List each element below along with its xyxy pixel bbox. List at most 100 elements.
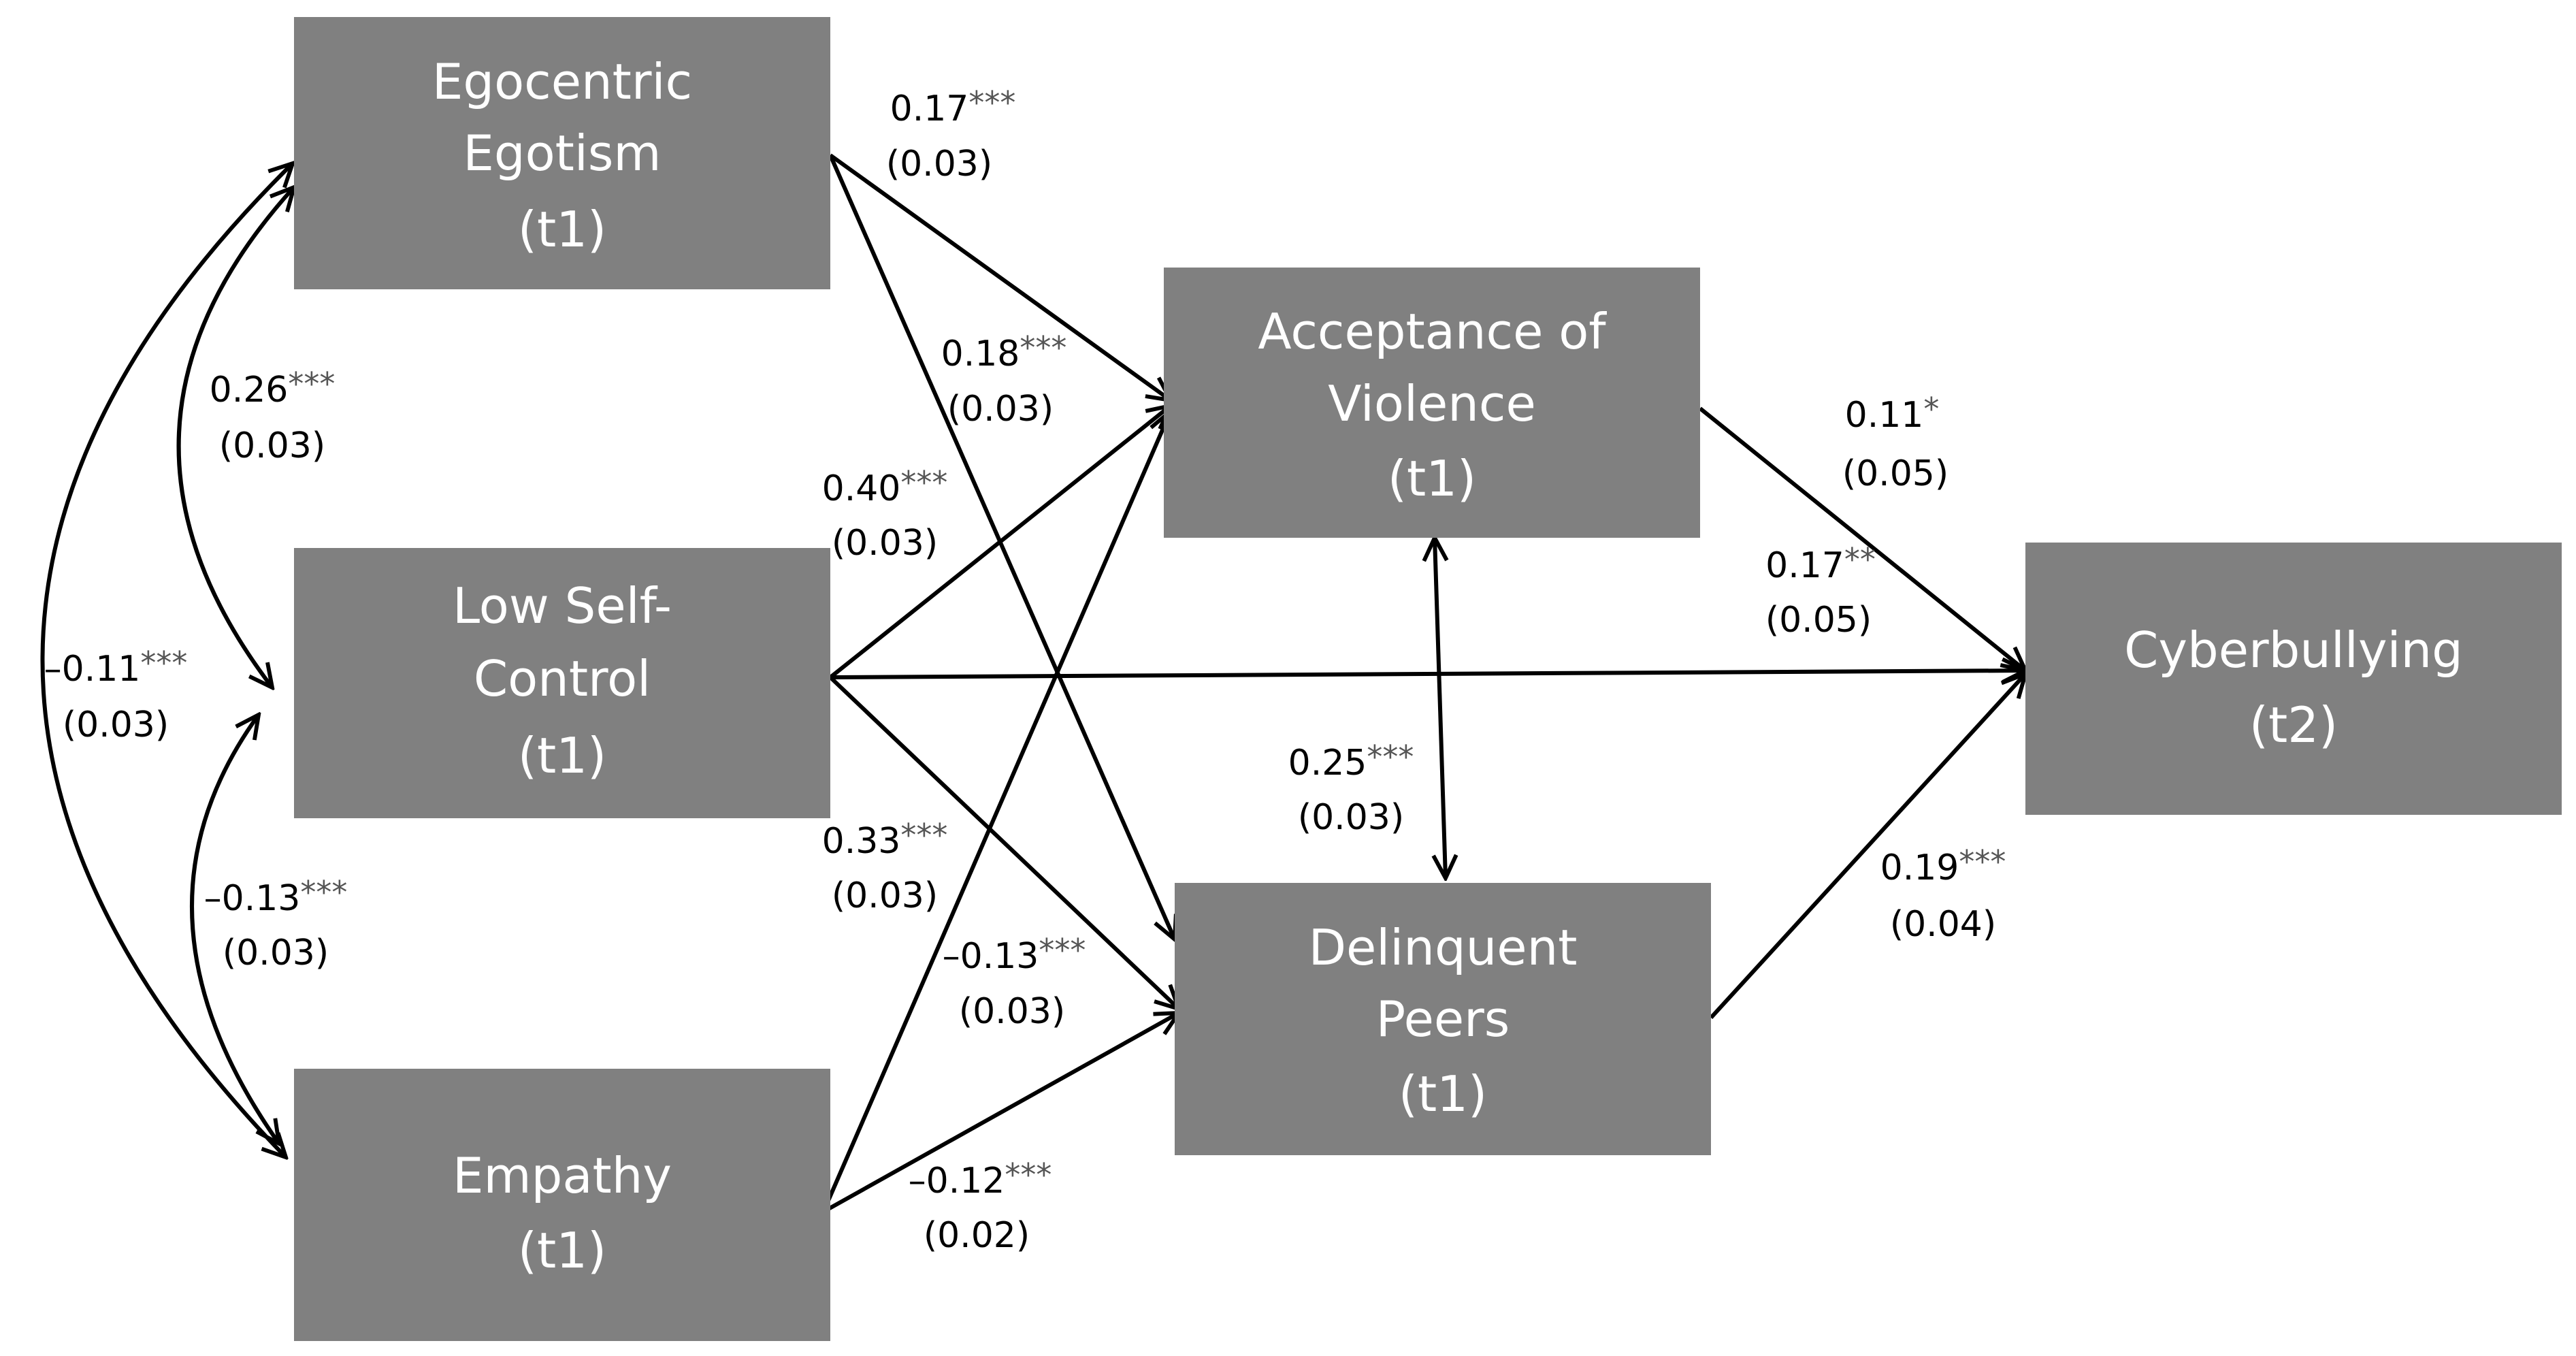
significance: * — [1923, 391, 1939, 427]
edge-lsc-aov — [829, 406, 1171, 679]
standard-error: (0.03) — [832, 875, 938, 916]
edge-egoc-emp — [40, 163, 293, 1157]
coef-label-egoc-dp: 0.18*** (0.03) — [941, 329, 1067, 430]
svg-text:0.40***: 0.40*** — [822, 464, 948, 509]
significance: *** — [1959, 843, 2006, 880]
coefficient: –0.12 — [909, 1161, 1005, 1201]
coef-label-egoc-emp: –0.11*** (0.03) — [44, 645, 188, 745]
node-label: Delinquent — [1309, 919, 1578, 976]
node-label: Peers — [1376, 990, 1510, 1048]
coef-label-aov-dp: 0.25*** (0.03) — [1288, 739, 1414, 838]
coefficient: –0.11 — [44, 649, 141, 690]
significance: ** — [1844, 541, 1876, 578]
standard-error: (0.03) — [959, 991, 1065, 1032]
edge-egoc-dp — [828, 154, 1175, 939]
svg-text:0.25***: 0.25*** — [1288, 739, 1414, 784]
standard-error: (0.02) — [924, 1215, 1030, 1256]
significance: *** — [900, 464, 947, 501]
node-label: Egotism — [463, 125, 661, 182]
coefficient: 0.25 — [1288, 743, 1367, 784]
coef-label-egoc-aov: 0.17*** (0.03) — [886, 84, 1016, 184]
coefficient: 0.33 — [822, 821, 901, 862]
svg-text:–0.13***: –0.13*** — [204, 874, 348, 919]
edge-lsc-emp — [190, 715, 279, 1144]
standard-error: (0.03) — [947, 389, 1054, 430]
svg-text:0.18***: 0.18*** — [941, 329, 1067, 374]
node-label: Cyberbullying — [2124, 622, 2463, 679]
coefficient: 0.11 — [1845, 395, 1924, 436]
significance: *** — [300, 874, 347, 911]
node-label: (t1) — [1399, 1065, 1487, 1123]
node-label: Acceptance of — [1258, 303, 1607, 360]
edge-lsc-cyb — [830, 671, 2025, 677]
node-cyberbullying: Cyberbullying (t2) — [2025, 543, 2562, 815]
coefficient: 0.19 — [1880, 848, 1959, 888]
standard-error: (0.04) — [1890, 904, 1996, 945]
significance: *** — [1367, 739, 1414, 775]
edge-lsc-dp — [828, 675, 1179, 1009]
edges-layer — [40, 153, 2025, 1214]
svg-text:–0.13***: –0.13*** — [943, 932, 1086, 977]
svg-text:–0.12***: –0.12*** — [909, 1157, 1052, 1201]
node-label: Empathy — [453, 1147, 672, 1204]
significance: *** — [288, 366, 335, 402]
coef-label-lsc-emp: –0.13*** (0.03) — [204, 874, 348, 973]
significance: *** — [968, 84, 1015, 121]
significance: *** — [1039, 932, 1086, 969]
coefficient: 0.26 — [210, 370, 289, 410]
node-label: (t1) — [518, 1222, 606, 1279]
node-acceptance-of-violence: Acceptance of Violence (t1) — [1164, 268, 1700, 538]
coefficient: –0.13 — [204, 878, 301, 919]
standard-error: (0.03) — [832, 523, 938, 564]
svg-text:0.17***: 0.17*** — [890, 84, 1016, 129]
node-empathy: Empathy (t1) — [294, 1069, 830, 1341]
coef-label-lsc-cyb: 0.17** (0.05) — [1765, 541, 1876, 641]
standard-error: (0.05) — [1765, 600, 1872, 641]
standard-error: (0.05) — [1842, 453, 1949, 494]
edge-aov-dp — [1435, 538, 1446, 878]
edge-aov-cyb — [1699, 406, 2025, 671]
edge-egoc-aov — [829, 153, 1171, 400]
svg-text:0.17**: 0.17** — [1765, 541, 1876, 586]
coef-label-egoc-lsc: 0.26*** (0.03) — [210, 366, 336, 466]
svg-text:–0.11***: –0.11*** — [44, 645, 188, 690]
coefficient: 0.18 — [941, 334, 1020, 374]
svg-text:0.11*: 0.11* — [1845, 391, 1940, 436]
node-label: (t1) — [518, 201, 606, 258]
node-label: Control — [474, 650, 651, 707]
standard-error: (0.03) — [223, 933, 329, 973]
significance: *** — [1005, 1157, 1051, 1193]
edge-emp-dp — [822, 1013, 1179, 1214]
standard-error: (0.03) — [63, 705, 169, 745]
significance: *** — [900, 817, 947, 854]
node-label: (t1) — [518, 727, 606, 784]
node-label: (t2) — [2249, 696, 2338, 754]
coefficient: –0.13 — [943, 936, 1039, 977]
node-label: Violence — [1328, 375, 1536, 432]
significance: *** — [140, 645, 187, 681]
significance: *** — [1020, 329, 1066, 366]
coefficient: 0.40 — [822, 468, 901, 509]
coef-label-emp-aov: –0.13*** (0.03) — [943, 932, 1086, 1032]
svg-text:0.19***: 0.19*** — [1880, 843, 2006, 888]
svg-text:0.33***: 0.33*** — [822, 817, 948, 862]
edge-dp-cyb — [1709, 674, 2025, 1020]
edge-emp-aov — [821, 411, 1171, 1213]
coefficient: 0.17 — [890, 88, 969, 129]
node-low-self-control: Low Self- Control (t1) — [294, 548, 830, 818]
node-delinquent-peers: Delinquent Peers (t1) — [1175, 883, 1711, 1155]
svg-text:0.26***: 0.26*** — [210, 366, 336, 410]
standard-error: (0.03) — [219, 425, 325, 466]
coef-label-dp-cyb: 0.19*** (0.04) — [1880, 843, 2006, 945]
coef-label-aov-cyb: 0.11* (0.05) — [1842, 391, 1949, 494]
coef-label-lsc-dp: 0.33*** (0.03) — [822, 817, 948, 916]
node-label: (t1) — [1388, 450, 1476, 507]
coefficient: 0.17 — [1765, 545, 1844, 586]
coef-label-lsc-aov: 0.40*** (0.03) — [822, 464, 948, 564]
coef-label-emp-dp: –0.12*** (0.02) — [909, 1157, 1052, 1256]
node-label: Egocentric — [432, 53, 692, 110]
standard-error: (0.03) — [1298, 797, 1404, 838]
edge-egoc-lsc — [176, 187, 294, 688]
node-label: Low Self- — [453, 577, 672, 634]
